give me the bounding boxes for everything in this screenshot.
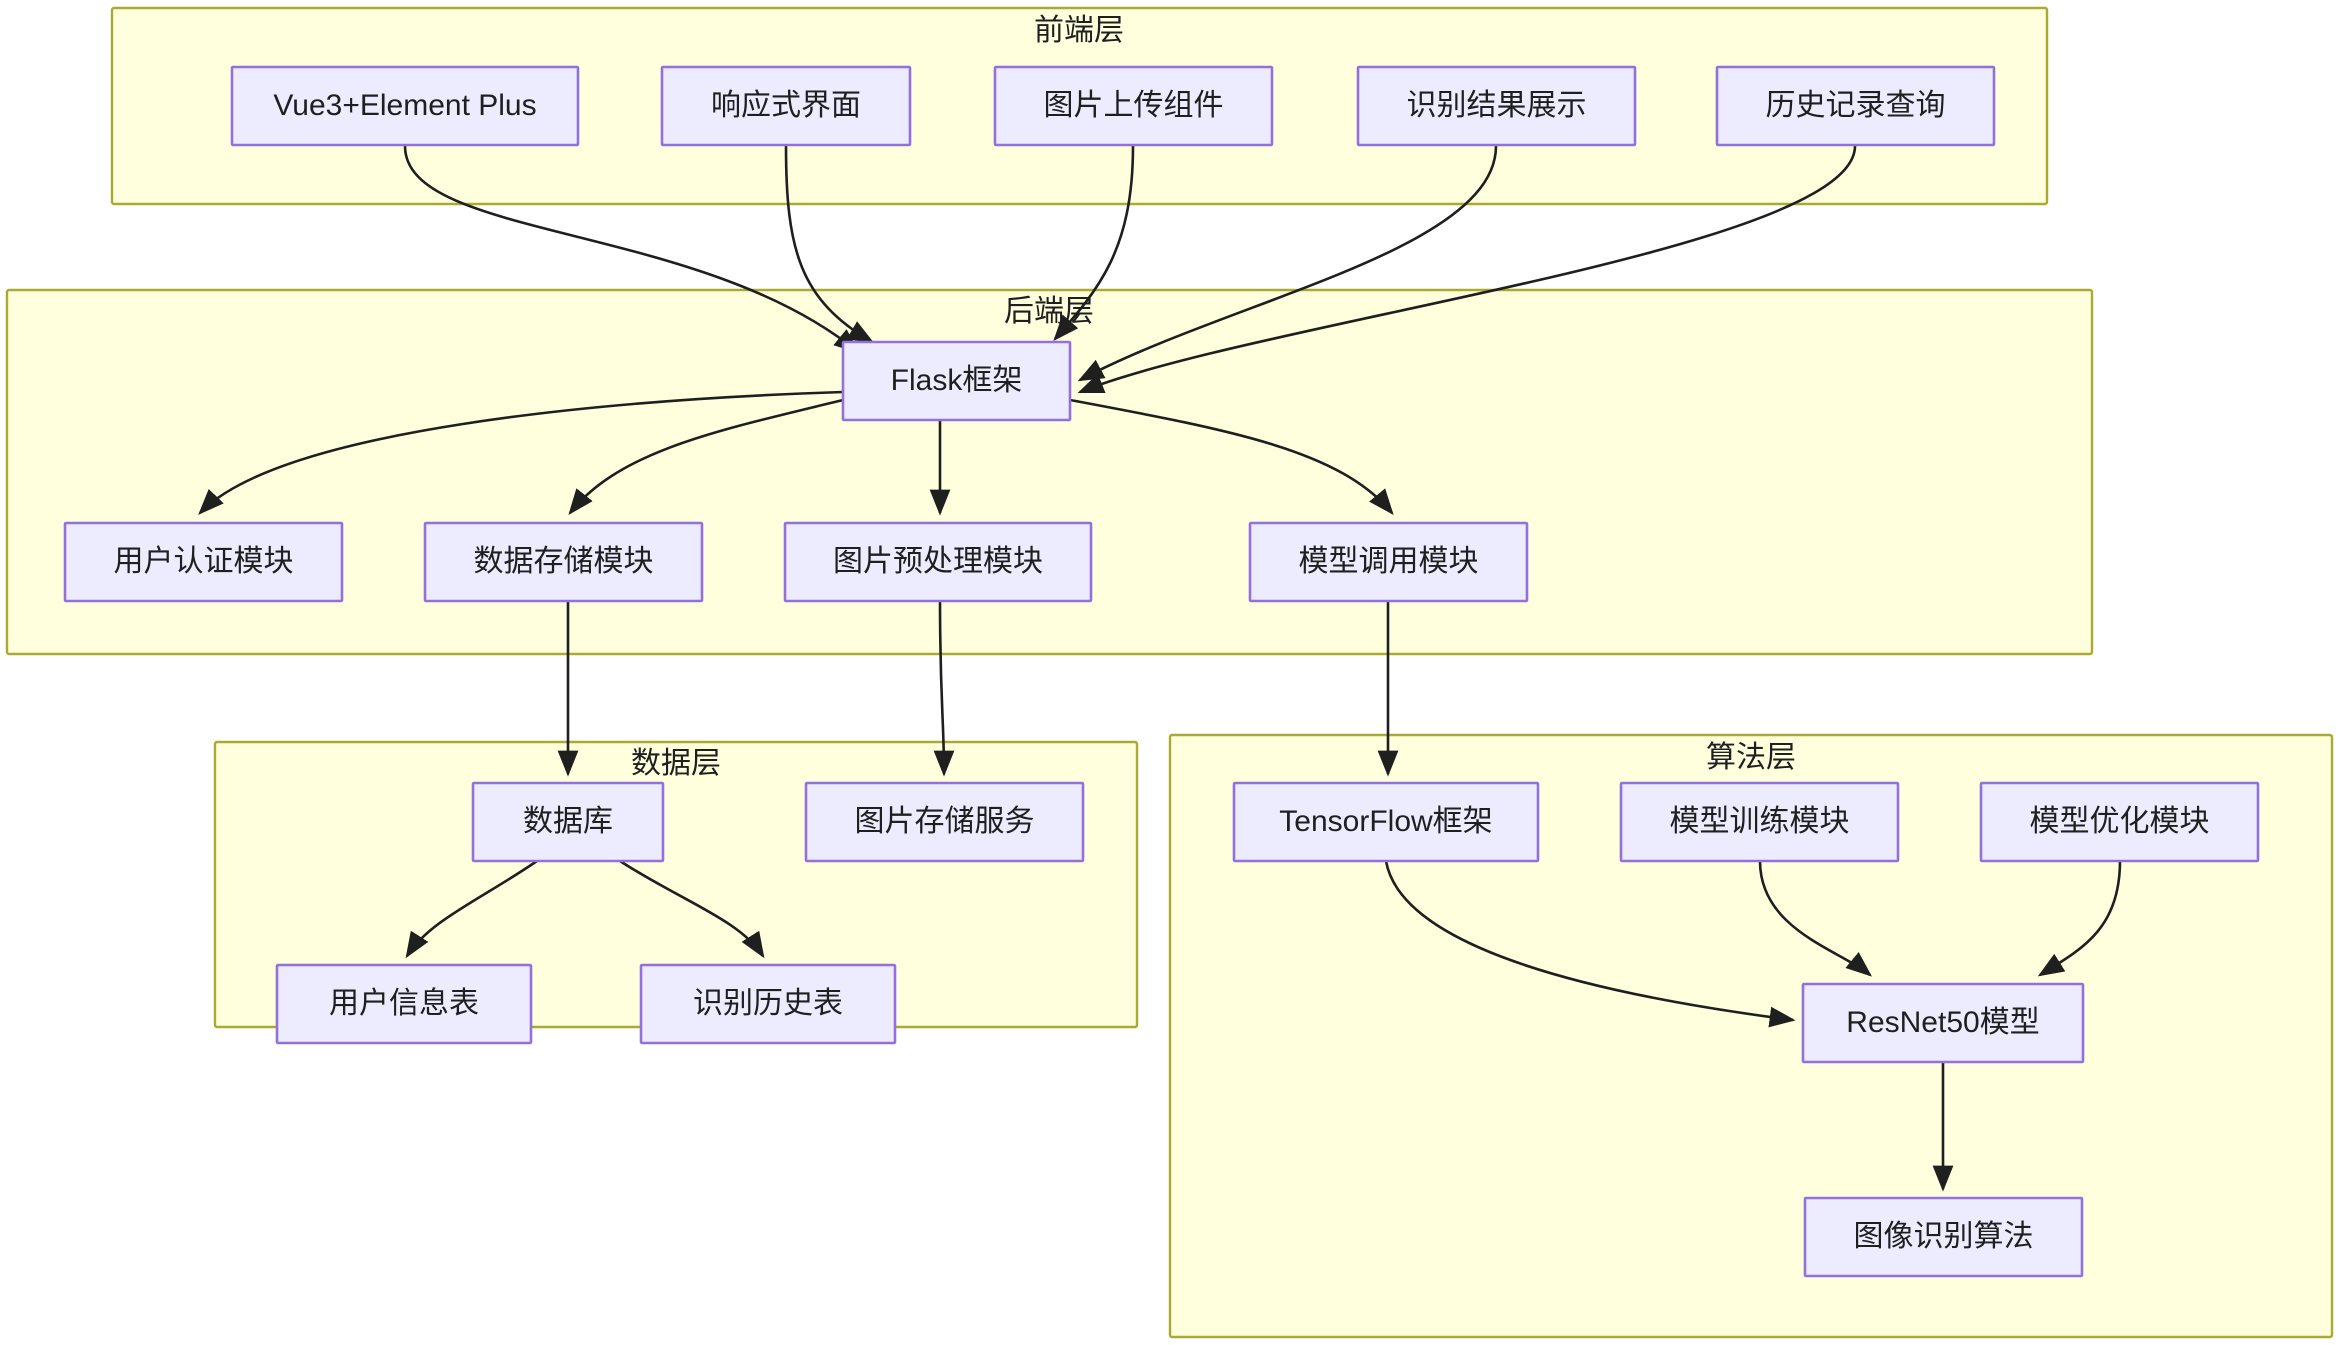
node-training[interactable]: 模型训练模块 — [1619, 781, 1900, 863]
node-storage[interactable]: 数据存储模块 — [423, 521, 704, 603]
edge-optimize-to-resnet — [2037, 860, 2122, 977]
cluster-layer — [5, 6, 2334, 1339]
node-label-storage: 数据存储模块 — [474, 545, 654, 578]
cluster-label-frontend: 前端层 — [1034, 14, 1124, 47]
node-usertable[interactable]: 用户信息表 — [275, 963, 533, 1045]
edge-flask-to-modelcall — [1069, 398, 1394, 516]
node-box-result[interactable] — [1356, 65, 1637, 147]
node-flask[interactable]: Flask框架 — [841, 340, 1072, 422]
node-preprocess[interactable]: 图片预处理模块 — [783, 521, 1093, 603]
edge-layer — [198, 145, 2122, 1192]
edge-flask-to-auth — [198, 390, 844, 515]
node-database[interactable]: 数据库 — [471, 781, 665, 863]
node-box-histtable[interactable] — [639, 963, 897, 1045]
edge-responsive-to-flask — [784, 145, 875, 344]
node-box-modelcall[interactable] — [1248, 521, 1529, 603]
node-auth[interactable]: 用户认证模块 — [63, 521, 344, 603]
node-box-responsive[interactable] — [660, 65, 912, 147]
node-box-upload[interactable] — [993, 65, 1274, 147]
node-box-imagestore[interactable] — [804, 781, 1085, 863]
edge-database-to-usertable — [405, 859, 538, 959]
node-modelcall[interactable]: 模型调用模块 — [1248, 521, 1529, 603]
node-result[interactable]: 识别结果展示 — [1356, 65, 1637, 147]
edge-history-to-flask — [1077, 145, 1857, 394]
node-label-flask: Flask框架 — [891, 364, 1023, 397]
node-box-resnet[interactable] — [1801, 982, 2085, 1064]
node-box-history[interactable] — [1715, 65, 1996, 147]
node-box-training[interactable] — [1619, 781, 1900, 863]
node-label-resnet: ResNet50模型 — [1846, 1006, 2039, 1039]
node-label-vue: Vue3+Element Plus — [273, 89, 536, 122]
node-label-optimize: 模型优化模块 — [2030, 805, 2210, 838]
node-label-training: 模型训练模块 — [1670, 805, 1850, 838]
node-vue[interactable]: Vue3+Element Plus — [230, 65, 580, 147]
node-label-modelcall: 模型调用模块 — [1299, 545, 1479, 578]
node-box-preprocess[interactable] — [783, 521, 1093, 603]
node-responsive[interactable]: 响应式界面 — [660, 65, 912, 147]
node-optimize[interactable]: 模型优化模块 — [1979, 781, 2260, 863]
node-imagestore[interactable]: 图片存储服务 — [804, 781, 1085, 863]
node-box-imgalgo[interactable] — [1803, 1196, 2084, 1278]
node-tensorflow[interactable]: TensorFlow框架 — [1232, 781, 1540, 863]
node-label-tensorflow: TensorFlow框架 — [1279, 805, 1492, 838]
node-label-database: 数据库 — [523, 805, 613, 838]
node-history[interactable]: 历史记录查询 — [1715, 65, 1996, 147]
edge-training-to-resnet — [1758, 860, 1872, 977]
node-box-usertable[interactable] — [275, 963, 533, 1045]
node-box-auth[interactable] — [63, 521, 344, 603]
node-label-result: 识别结果展示 — [1407, 89, 1587, 122]
cluster-algorithm — [1168, 733, 2334, 1339]
cluster-label-data: 数据层 — [631, 747, 721, 780]
cluster-label-algorithm: 算法层 — [1706, 741, 1796, 774]
node-label-imgalgo: 图像识别算法 — [1854, 1220, 2034, 1253]
edge-upload-to-flask — [1053, 145, 1135, 341]
node-box-database[interactable] — [471, 781, 665, 863]
node-label-upload: 图片上传组件 — [1044, 89, 1224, 122]
edge-tensorflow-to-resnet — [1384, 860, 1796, 1028]
node-label-auth: 用户认证模块 — [114, 545, 294, 578]
node-box-storage[interactable] — [423, 521, 704, 603]
edge-vue-to-flask — [403, 145, 861, 354]
node-upload[interactable]: 图片上传组件 — [993, 65, 1274, 147]
node-box-optimize[interactable] — [1979, 781, 2260, 863]
node-box-vue[interactable] — [230, 65, 580, 147]
edge-database-to-histtable — [619, 859, 765, 959]
node-imgalgo[interactable]: 图像识别算法 — [1803, 1196, 2084, 1278]
node-layer: Vue3+Element Plus 响应式界面 图片上传组件 识别结果展示 历史记录查询… — [63, 65, 2260, 1278]
node-box-flask[interactable] — [841, 340, 1072, 422]
edge-preprocess-to-imagestore — [933, 600, 955, 777]
edge-result-to-flask — [1077, 145, 1498, 382]
node-label-preprocess: 图片预处理模块 — [833, 545, 1043, 578]
cluster-label-backend: 后端层 — [1004, 295, 1094, 328]
node-label-responsive: 响应式界面 — [711, 89, 861, 122]
node-box-tensorflow[interactable] — [1232, 781, 1540, 863]
edge-flask-to-storage — [568, 398, 844, 516]
node-label-histtable: 识别历史表 — [693, 987, 843, 1020]
node-label-imagestore: 图片存储服务 — [855, 805, 1035, 838]
node-histtable[interactable]: 识别历史表 — [639, 963, 897, 1045]
node-label-history: 历史记录查询 — [1766, 89, 1946, 122]
node-resnet[interactable]: ResNet50模型 — [1801, 982, 2085, 1064]
node-label-usertable: 用户信息表 — [329, 987, 479, 1020]
